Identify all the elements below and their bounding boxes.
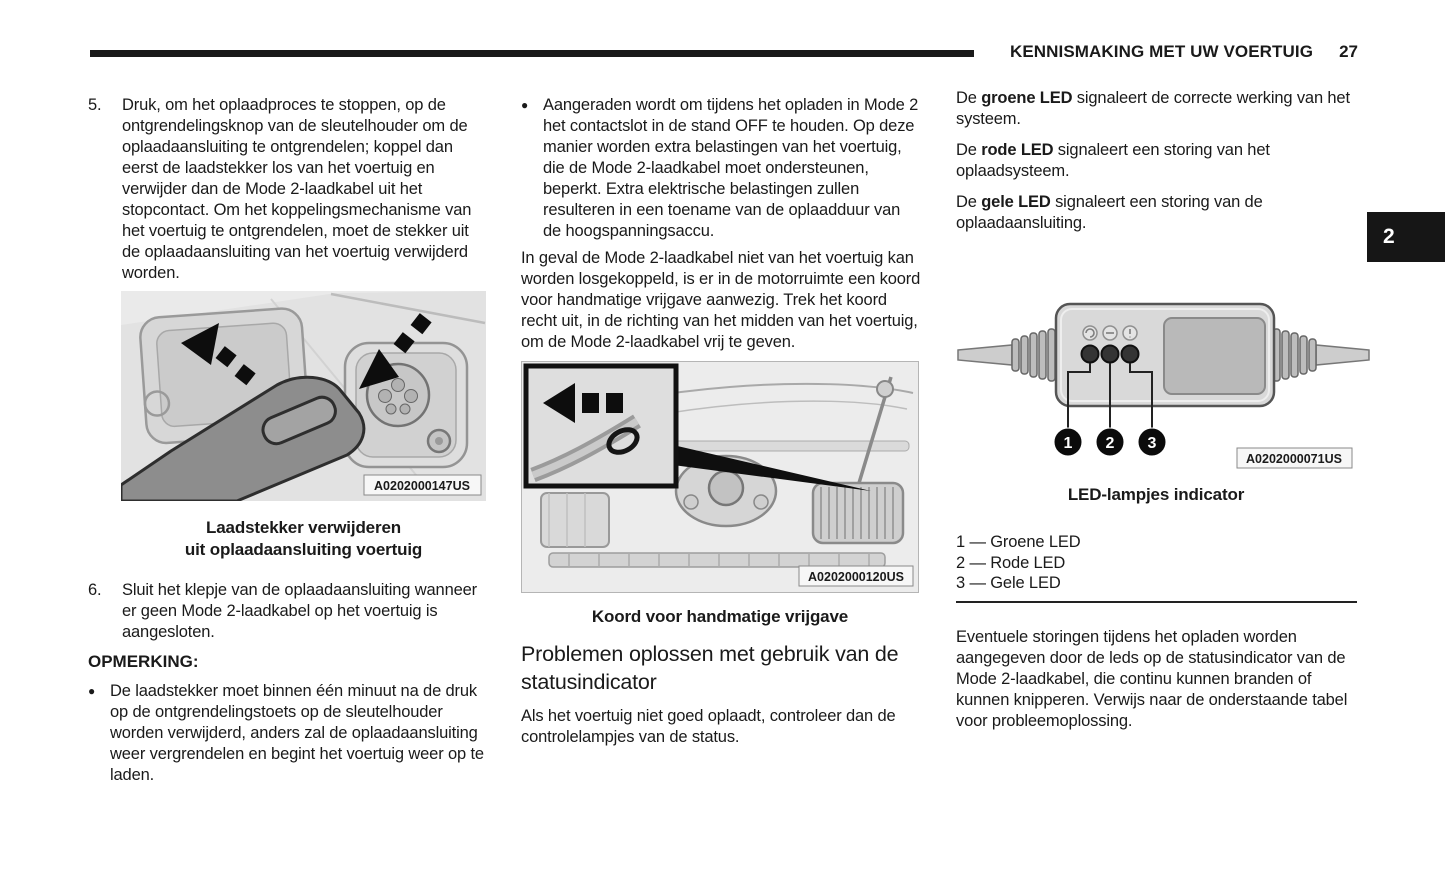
note-bullet: ● De laadstekker moet binnen één minuut … [88, 681, 490, 786]
yellow-led-paragraph: De gele LED signaleert een storing van d… [956, 192, 1357, 234]
air-cleaner [811, 481, 905, 545]
release-cord-ring [606, 427, 640, 455]
charging-advice-bullet: ● Aangeraden wordt om tijdens het oplade… [521, 95, 921, 242]
legend-item-yellow: 3 — Gele LED [956, 574, 1061, 592]
status-check-paragraph: Als het voertuig niet goed oplaadt, cont… [521, 707, 896, 746]
step-5: 5. Druk, om het oplaadproces te stoppen,… [88, 95, 490, 284]
charging-plug [121, 375, 366, 501]
yellow-led-bold: gele LED [981, 193, 1051, 211]
chapter-tab-number: 2 [1383, 225, 1395, 248]
callout-1: 1 [1053, 427, 1083, 457]
arrow-icon [181, 323, 256, 386]
bullet-icon: ● [521, 98, 529, 112]
right-column: De groene LED signaleert de correcte wer… [956, 0, 1370, 732]
figure3-caption: LED-lampjes indicator [1067, 485, 1245, 504]
green-led-bold: groene LED [981, 89, 1073, 107]
step-5-number: 5. [88, 96, 102, 114]
figure2-caption: Koord voor handmatige vrijgave [591, 607, 849, 626]
figure-charging-plug-removal: A0202000147US [121, 291, 486, 501]
red-led-bold: rode LED [981, 141, 1054, 159]
figure1-caption: Laadstekker verwijderen uit oplaadaanslu… [121, 517, 486, 561]
header-rule [90, 50, 974, 57]
control-box-label-panel [1163, 317, 1266, 395]
left-column: 5. Druk, om het oplaadproces te stoppen,… [88, 0, 490, 786]
led-lights [1080, 344, 1140, 364]
note-heading: OPMERKING: [88, 652, 199, 671]
middle-column: ● Aangeraden wordt om tijdens het oplade… [521, 0, 921, 748]
step-5-text: Druk, om het oplaadproces te stoppen, op… [122, 96, 472, 282]
figure-manual-release-cord: A0202000120US [521, 361, 919, 593]
yellow-led-prefix: De [956, 193, 982, 211]
red-led-prefix: De [956, 141, 982, 159]
svg-text:1: 1 [1064, 435, 1073, 452]
page-header: KENNISMAKING MET UW VOERTUIG 27 [90, 42, 1358, 62]
section-heading: Problemen oplossen met gebruik van de st… [521, 642, 899, 694]
figure2-tag-text: A0202000120US [808, 570, 904, 584]
engine-bay-illustration: A0202000120US [521, 361, 919, 593]
legend-item-green: 1 — Groene LED [956, 533, 1081, 551]
manual-release-paragraph: In geval de Mode 2-laadkabel niet van he… [521, 249, 921, 351]
cable-strain-relief [1011, 328, 1317, 382]
troubleshooting-paragraph: Eventuele storingen tijdens het opladen … [956, 627, 1348, 730]
page-number: 27 [1339, 42, 1358, 61]
green-led-suffix: signaleert de correcte werking van het s… [956, 89, 1350, 128]
figure1-caption-line1: Laadstekker verwijderen [206, 518, 401, 537]
charging-advice-text: Aangeraden wordt om tijdens het opladen … [543, 96, 919, 240]
legend-item-red: 2 — Rode LED [956, 553, 1066, 572]
charge-port [343, 341, 469, 469]
bullet-icon: ● [88, 684, 96, 698]
led-legend: 1 — Groene LED 2 — Rode LED 3 — Gele LED [956, 532, 1357, 603]
inset-detail-box [523, 363, 679, 489]
chapter-title: KENNISMAKING MET UW VOERTUIG [1009, 42, 1314, 61]
step-6-number: 6. [88, 581, 102, 599]
figure1-caption-line2: uit oplaadaansluiting voertuig [184, 540, 423, 559]
callout-3: 3 [1137, 427, 1167, 457]
red-led-paragraph: De rode LED signaleert een storing van h… [956, 140, 1357, 182]
green-led-paragraph: De groene LED signaleert de correcte wer… [956, 88, 1357, 130]
figure-led-indicator: 1 2 3 A0202000071US [956, 290, 1371, 470]
step-6-text: Sluit het klepje van de oplaadaansluitin… [122, 581, 477, 641]
figure-tag: A0202000147US [363, 474, 482, 496]
arrow-icon [359, 313, 432, 389]
arrow-icon [543, 383, 623, 423]
charging-plug-illustration: A0202000147US [121, 291, 486, 501]
figure3-tag-text: A0202000071US [1246, 452, 1342, 466]
note-bullet-text: De laadstekker moet binnen één minuut na… [110, 682, 484, 784]
figure1-tag-text: A0202000147US [374, 479, 470, 493]
callout-leader-lines [1067, 363, 1153, 428]
svg-text:2: 2 [1106, 435, 1115, 452]
led-indicator-illustration: 1 2 3 A0202000071US [957, 302, 1370, 469]
figure-tag: A0202000120US [798, 565, 914, 587]
step-6: 6. Sluit het klepje van de oplaadaanslui… [88, 580, 490, 643]
yellow-led-suffix: signaleert een storing van de oplaadaans… [956, 193, 1263, 232]
red-led-suffix: signaleert een storing van het oplaadsys… [956, 141, 1270, 180]
svg-text:3: 3 [1148, 435, 1157, 452]
callout-2: 2 [1095, 427, 1125, 457]
green-led-prefix: De [956, 89, 982, 107]
callout-wedge [673, 445, 871, 491]
figure-tag: A0202000071US [1236, 447, 1353, 469]
chapter-tab: 2 [1367, 212, 1445, 262]
